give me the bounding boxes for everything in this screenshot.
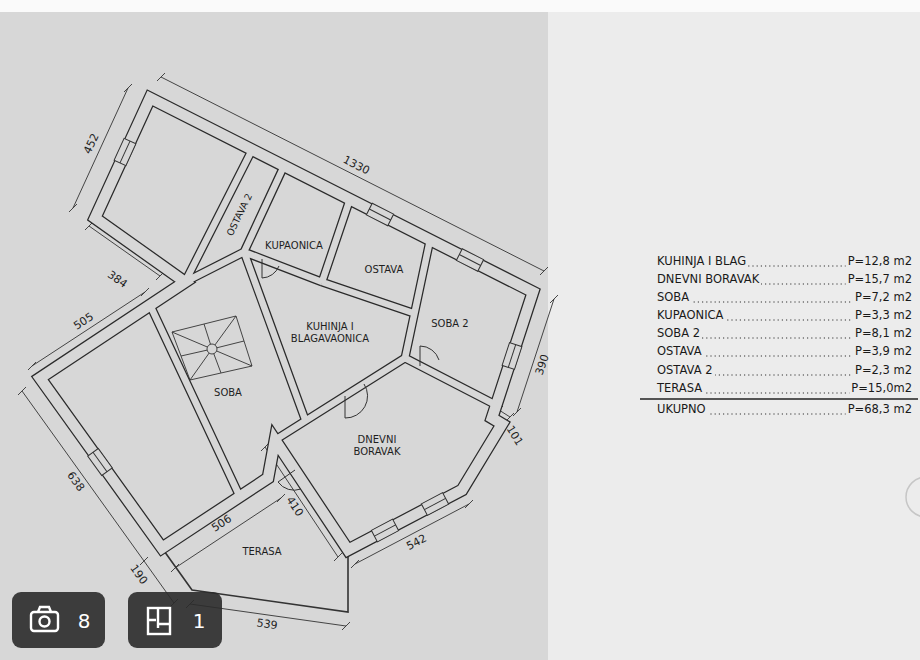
- door-swing: [420, 346, 439, 366]
- walls-core: [40, 98, 533, 550]
- area-value: P=15,0m2: [849, 382, 914, 395]
- window-frame: [88, 448, 113, 475]
- plan-frame: [148, 608, 170, 634]
- camera-body: [31, 612, 58, 631]
- inner-wall-core: [150, 150, 496, 497]
- window-pane: [369, 209, 390, 220]
- area-room-name: KUHINJA I BLAG: [655, 255, 748, 268]
- outer-wall-core: [40, 98, 533, 550]
- window: [88, 448, 113, 475]
- window: [371, 519, 398, 542]
- area-room-name: OSTAVA 2: [655, 364, 715, 377]
- window: [502, 343, 522, 370]
- area-total-label: UKUPNO: [655, 403, 708, 416]
- area-value: P=15,7 m2: [846, 273, 914, 286]
- left-page: [0, 12, 548, 660]
- window-pane: [424, 498, 445, 509]
- window-frame: [456, 249, 483, 271]
- windows: [88, 138, 522, 541]
- photo-count: 8: [78, 610, 91, 633]
- area-room-name: SOBA 2: [655, 327, 702, 340]
- stair-treads: [172, 316, 252, 380]
- door-swing: [345, 384, 368, 418]
- area-total-value: P=68,3 m2: [846, 403, 914, 416]
- window-frame: [502, 343, 522, 370]
- area-value: P=12,8 m2: [846, 255, 914, 268]
- room-label: SOBA 2: [431, 318, 468, 330]
- dimension-line: [28, 288, 149, 370]
- door-swing: [278, 470, 301, 490]
- camera-icon: [31, 607, 58, 631]
- window-frame: [371, 519, 398, 542]
- floorplan-icon: [148, 608, 170, 634]
- doors: [262, 259, 439, 490]
- total-rule: [640, 398, 918, 399]
- room-label: DNEVNI BORAVAK: [344, 434, 410, 457]
- area-value: P=2,3 m2: [853, 364, 914, 377]
- room-label: SOBA: [214, 387, 242, 399]
- stair-outline: [172, 316, 252, 380]
- area-value: P=3,9 m2: [853, 345, 914, 358]
- area-room-name: DNEVNI BORAVAK: [655, 273, 761, 286]
- window: [114, 138, 136, 165]
- top-strip: [0, 0, 920, 12]
- door-swing: [262, 259, 279, 278]
- camera-lens: [40, 617, 50, 627]
- plan-count: 1: [193, 610, 206, 633]
- dimension-line: [18, 387, 148, 565]
- plan-walls: [148, 608, 170, 628]
- stamp-edge: [906, 477, 920, 517]
- walls-dark: [40, 98, 533, 550]
- window-frame: [366, 203, 393, 225]
- window-frame: [421, 493, 448, 516]
- room-label: TERASA: [242, 546, 281, 558]
- window-pane: [508, 345, 515, 368]
- dimension-line: [157, 73, 548, 275]
- window-pane: [93, 452, 107, 471]
- area-value: P=8,1 m2: [853, 327, 914, 340]
- area-room-name: OSTAVA: [655, 345, 704, 358]
- window-frame: [114, 138, 136, 165]
- window: [366, 203, 393, 225]
- camera-top: [38, 607, 51, 612]
- area-room-name: KUPAONICA: [655, 309, 725, 322]
- area-value: P=7,2 m2: [853, 291, 914, 304]
- outer-wall: [40, 98, 533, 550]
- room-label: OSTAVA: [365, 264, 404, 276]
- area-room-name: TERASA: [655, 382, 704, 395]
- plan-badge: [128, 592, 222, 648]
- area-room-name: SOBA: [655, 291, 691, 304]
- dimension-lines: [18, 73, 558, 630]
- room-label: KUPAONICA: [265, 240, 323, 252]
- area-value: P=3,3 m2: [853, 309, 914, 322]
- window: [456, 249, 483, 271]
- stair-post: [207, 344, 217, 354]
- dimension-value: 539: [256, 617, 279, 632]
- photo-badge: [12, 592, 105, 648]
- room-label: KUHINJA I BLAGAVAONICA: [282, 321, 378, 344]
- window: [421, 493, 448, 516]
- inner-wall: [150, 150, 496, 497]
- window-pane: [120, 141, 130, 163]
- window-pane: [459, 255, 480, 266]
- spiral-stairs: [172, 316, 252, 380]
- window-pane: [374, 525, 395, 536]
